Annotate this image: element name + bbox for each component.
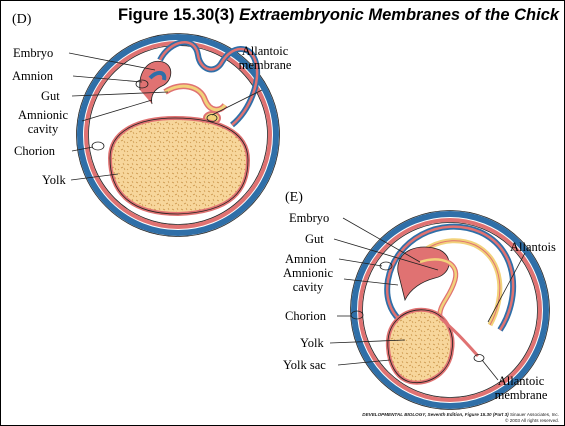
figure-title-text: Extraembryonic Membranes of the Chick	[239, 6, 559, 24]
figure-title: Figure 15.30(3) Extraembryonic Membranes…	[118, 6, 559, 25]
label-e-yolk: Yolk	[300, 336, 324, 350]
label-e-yolk-sac: Yolk sac	[283, 358, 326, 372]
figure-number: Figure 15.30(3)	[118, 6, 234, 24]
label-e-chorion: Chorion	[285, 309, 326, 323]
panel-d-label: (D)	[12, 12, 31, 28]
credit-rights: © 2003 All rights reserved.	[505, 418, 559, 423]
panel-e-label: (E)	[285, 190, 303, 206]
label-e-gut: Gut	[305, 232, 324, 246]
label-e-amnionic-cavity: Amnionic cavity	[270, 266, 346, 294]
label-d-embryo: Embryo	[13, 46, 53, 60]
label-d-chorion: Chorion	[14, 144, 55, 158]
label-e-allantoic-membrane: Allantoic membrane	[486, 374, 556, 402]
label-d-amnionic-cavity: Amnionic cavity	[4, 108, 82, 136]
credit-publisher: Sinauer Associates, Inc.	[510, 412, 559, 417]
label-e-embryo: Embryo	[289, 211, 329, 225]
label-d-yolk: Yolk	[42, 173, 66, 187]
credit-main: DEVELOPMENTAL BIOLOGY, Seventh Edition, …	[362, 412, 508, 417]
label-d-amnion: Amnion	[12, 69, 53, 83]
label-e-amnion: Amnion	[285, 252, 326, 266]
label-e-allantois: Allantois	[510, 240, 556, 254]
publisher-credit: DEVELOPMENTAL BIOLOGY, Seventh Edition, …	[362, 412, 559, 423]
label-d-gut: Gut	[41, 89, 60, 103]
label-d-allantoic-membrane: Allantoic membrane	[228, 44, 302, 72]
